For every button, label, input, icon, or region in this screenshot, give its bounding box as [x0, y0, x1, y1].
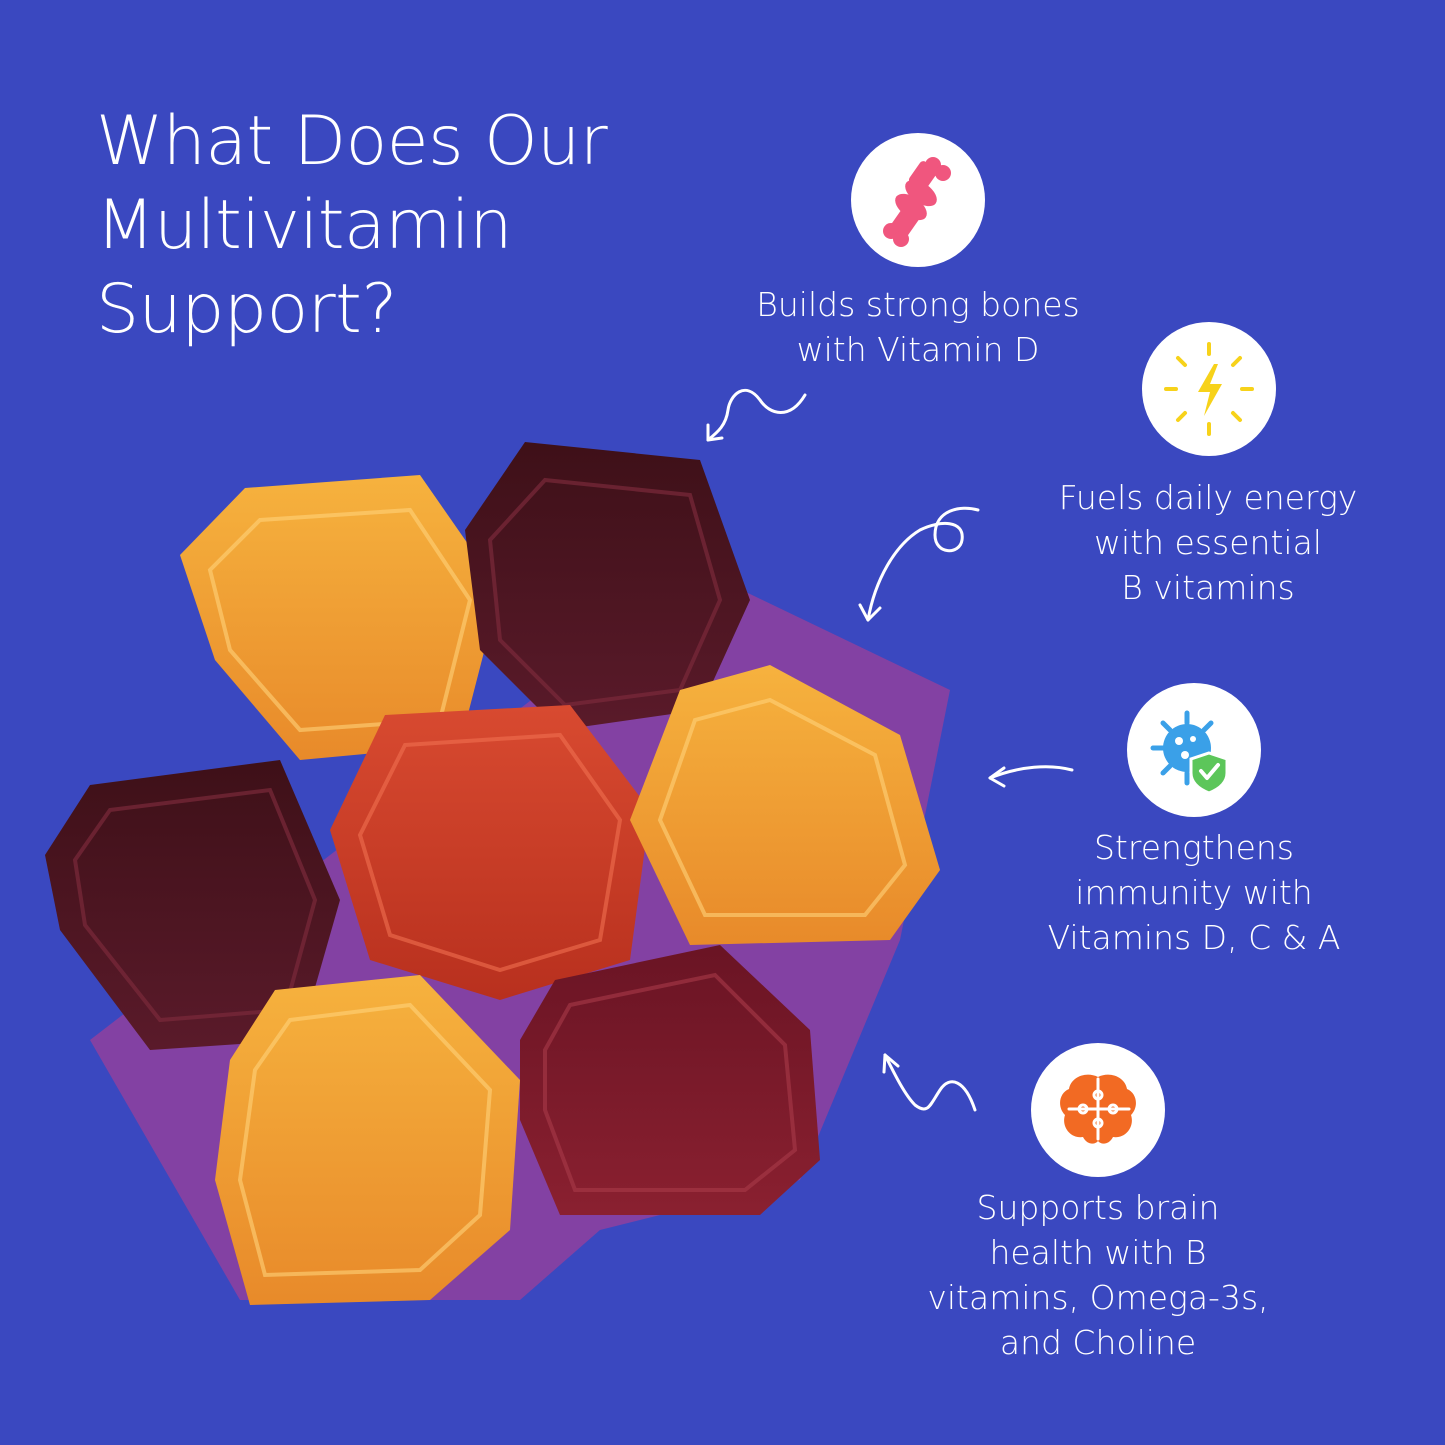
title-line-2: Multivitamin [96, 186, 512, 265]
title-line-3: Support? [96, 270, 397, 349]
gummy-orange-2 [630, 665, 940, 945]
gummy-maroon-1 [520, 945, 820, 1215]
gummy-red-1 [330, 705, 650, 1000]
page-title: What Does Our Multivitamin Support? [96, 100, 756, 352]
title-line-1: What Does Our [96, 102, 608, 181]
gummy-orange-1 [180, 475, 500, 760]
immune-shield-icon [1127, 683, 1261, 817]
gummy-orange-3 [215, 975, 520, 1305]
benefit-immunity-text: Strengthens immunity with Vitamins D, C … [1047, 828, 1341, 957]
brain-puzzle-icon [1031, 1043, 1165, 1177]
lightning-energy-icon [1142, 322, 1276, 456]
benefit-energy-text: Fuels daily energy with essential B vita… [1058, 478, 1358, 607]
benefit-bones-text: Builds strong bones with Vitamin D [756, 285, 1080, 369]
gummy-dark-2 [45, 760, 340, 1050]
bone-joint-icon [851, 133, 985, 267]
gummy-dark-1 [465, 442, 750, 730]
benefit-brain-text: Supports brain health with B vitamins, O… [927, 1188, 1269, 1362]
